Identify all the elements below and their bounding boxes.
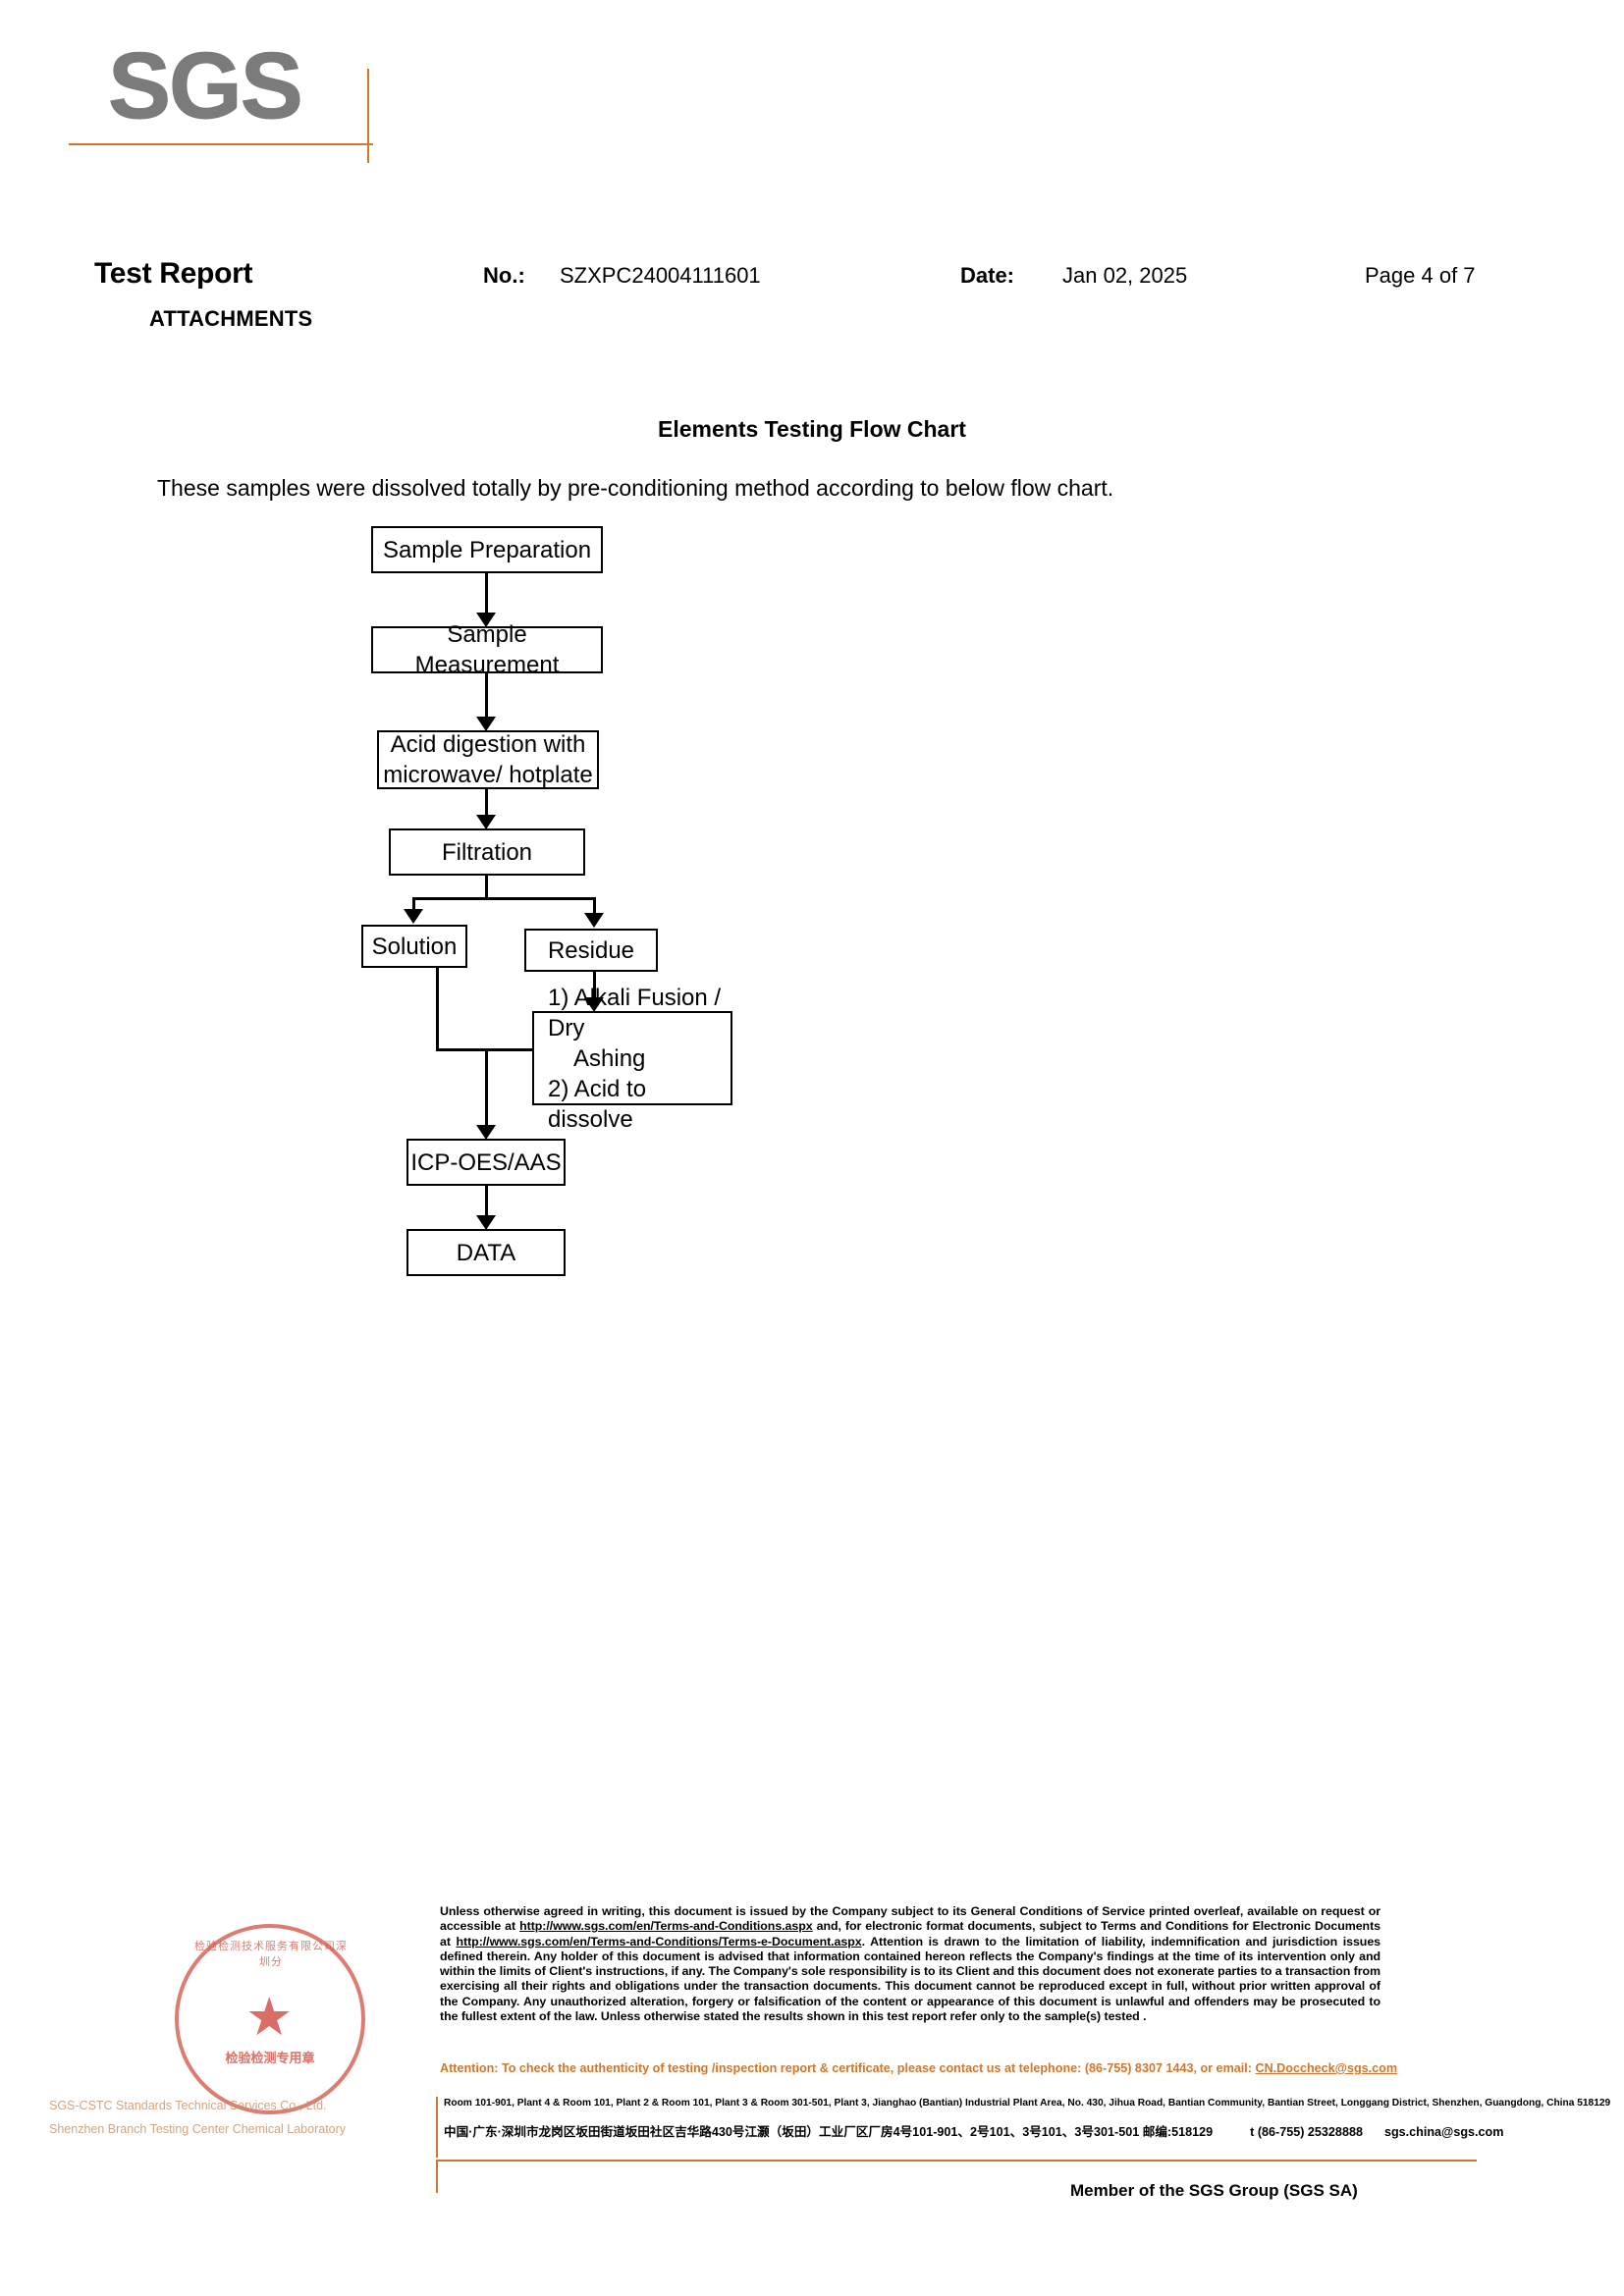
- page-title: Test Report: [94, 257, 253, 290]
- flow-arrow-measurement-to-digestion: [476, 717, 496, 731]
- flow-edge-merge-to-icp: [485, 1048, 488, 1129]
- flow-node-acid-digestion: Acid digestion with microwave/ hotplate: [377, 730, 599, 789]
- official-stamp: 检验检测技术服务有限公司深圳分 ★ 检验检测专用章: [175, 1924, 371, 2120]
- report-no-label: No.:: [483, 263, 525, 288]
- flow-edge-icp-to-data: [485, 1186, 488, 1219]
- flow-node-label: Solution: [371, 933, 458, 960]
- flow-node-filtration: Filtration: [389, 828, 585, 876]
- flow-edge-filtration-stem: [485, 876, 488, 897]
- address-chinese: 中国·广东·深圳市龙岗区坂田街道坂田社区吉华路430号江灏（坂田）工业厂区厂房4…: [444, 2124, 1503, 2141]
- flow-node-solution: Solution: [361, 925, 467, 968]
- flow-node-label-line1: 1) Alkali Fusion / Dry: [548, 984, 722, 1041]
- flow-edge-filtration-split: [412, 897, 595, 900]
- flow-node-sample-measurement: Sample Measurement: [371, 621, 603, 678]
- legal-disclaimer: Unless otherwise agreed in writing, this…: [440, 1904, 1381, 2024]
- flow-node-residue: Residue: [524, 929, 658, 972]
- stamp-top-text: 检验检测技术服务有限公司深圳分: [194, 1941, 348, 1968]
- footer-vertical-rule: [436, 2160, 438, 2193]
- logo-horizontal-rule: [69, 143, 373, 145]
- flow-arrow-to-solution: [404, 909, 423, 924]
- flow-arrow-to-residue: [584, 913, 604, 928]
- telephone-number: t (86-755) 25328888: [1250, 2125, 1363, 2139]
- flow-node-label: Residue: [547, 936, 635, 964]
- flow-node-label: DATA: [456, 1239, 516, 1266]
- stamp-mid-text: 检验检测专用章: [225, 2051, 315, 2065]
- page-number: Page 4 of 7: [1365, 263, 1476, 288]
- address-english: Room 101-901, Plant 4 & Room 101, Plant …: [444, 2097, 1624, 2110]
- flow-arrow-digestion-to-filtration: [476, 815, 496, 829]
- flow-edge-branch-right: [593, 897, 596, 917]
- flow-node-label: Sample Preparation: [382, 536, 592, 563]
- report-date-value: Jan 02, 2025: [1062, 263, 1188, 288]
- flow-node-label-line3: 2) Acid to dissolve: [548, 1075, 647, 1133]
- report-header-row: Test Report No.: SZXPC24004111601 Date: …: [0, 257, 1624, 296]
- flow-node-label: Sample Measurement: [414, 621, 560, 678]
- flow-node-sample-preparation: Sample Preparation: [371, 526, 603, 573]
- flow-edge-alkali-to-merge: [514, 1048, 534, 1051]
- page-subtitle: ATTACHMENTS: [149, 306, 313, 331]
- flow-node-label: Filtration: [441, 838, 533, 866]
- address-divider: [436, 2097, 438, 2158]
- elements-testing-flow-chart: Sample Preparation Sample Measurement Ac…: [0, 520, 1624, 1276]
- footer-horizontal-rule: [436, 2160, 1477, 2162]
- flow-arrow-icp-to-data: [476, 1215, 496, 1230]
- flow-edge-prep-to-measurement: [485, 573, 488, 616]
- flow-edge-branch-left: [412, 897, 415, 913]
- company-name-line1: SGS-CSTC Standards Technical Services Co…: [49, 2099, 327, 2112]
- page-footer: 检验检测技术服务有限公司深圳分 ★ 检验检测专用章 SGS-CSTC Stand…: [0, 1904, 1624, 2296]
- sgs-logo: SGS: [69, 27, 373, 175]
- flow-arrow-merge-to-icp: [476, 1125, 496, 1140]
- flow-edge-solution-down: [436, 968, 439, 1050]
- flow-node-alkali-fusion: 1) Alkali Fusion / Dry Ashing 2) Acid to…: [532, 985, 732, 1133]
- flow-node-data: DATA: [406, 1229, 566, 1276]
- member-of-sgs-group: Member of the SGS Group (SGS SA): [1070, 2181, 1358, 2200]
- report-no-value: SZXPC24004111601: [560, 263, 761, 288]
- flow-chart-intro: These samples were dissolved totally by …: [157, 475, 1114, 501]
- address-chinese-text: 中国·广东·深圳市龙岗区坂田街道坂田社区吉华路430号江灏（坂田）工业厂区厂房4…: [444, 2125, 1214, 2139]
- flow-edge-digestion-to-filtration: [485, 789, 488, 819]
- flow-chart-title: Elements Testing Flow Chart: [658, 416, 966, 442]
- sgs-logo-text: SGS: [108, 33, 304, 138]
- star-icon: ★: [245, 1988, 294, 2047]
- attention-notice: Attention: To check the authenticity of …: [440, 2061, 1398, 2075]
- flow-node-label-line2: Ashing: [573, 1044, 646, 1072]
- flow-node-label: ICP-OES/AAS: [410, 1148, 562, 1176]
- stamp-ring-icon: [175, 1924, 365, 2114]
- flow-node-icp-oes-aas: ICP-OES/AAS: [406, 1139, 566, 1186]
- flow-node-label-line2: microwave/ hotplate: [383, 762, 593, 788]
- flow-arrow-residue-to-alkali: [584, 997, 604, 1012]
- address-english-text: Room 101-901, Plant 4 & Room 101, Plant …: [444, 2098, 1611, 2109]
- flow-edge-residue-to-alkali: [593, 972, 596, 1001]
- email-address: sgs.china@sgs.com: [1383, 2125, 1504, 2139]
- company-name-line2: Shenzhen Branch Testing Center Chemical …: [49, 2122, 347, 2136]
- flow-arrow-prep-to-measurement: [476, 613, 496, 627]
- flow-edge-measurement-to-digestion: [485, 673, 488, 721]
- report-date-label: Date:: [960, 263, 1015, 288]
- logo-vertical-rule: [367, 69, 369, 163]
- flow-node-label-line1: Acid digestion with: [390, 731, 586, 758]
